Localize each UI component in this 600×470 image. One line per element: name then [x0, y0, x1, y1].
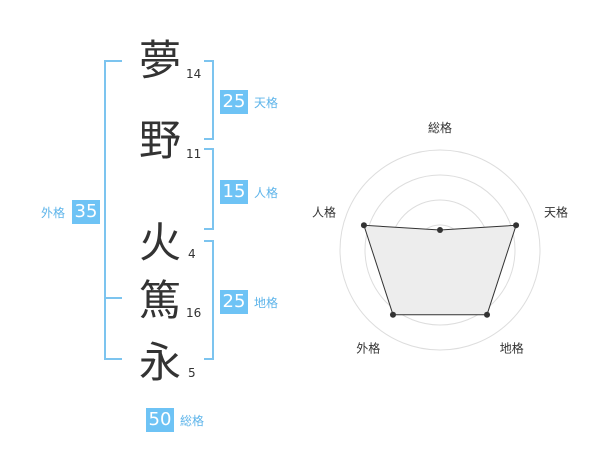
chikaku-bracket-bottom: [204, 358, 214, 360]
radar-point-4: [389, 311, 396, 318]
soukaku-label: 総格: [180, 414, 205, 428]
name-char-2: 野: [138, 116, 181, 165]
tenkaku-bracket-top: [204, 60, 214, 62]
name-char-3: 火: [138, 218, 181, 267]
stroke-count-4: 16: [186, 306, 202, 320]
chikaku-label: 地格: [254, 296, 279, 310]
gaikaku-bracket-top: [104, 60, 122, 62]
chikaku-bracket-top: [204, 240, 214, 242]
jinkaku-bracket-line: [212, 148, 214, 230]
radar-axis-label-4: 外格: [356, 341, 380, 356]
name-char-4: 篤: [138, 276, 181, 325]
gaikaku-value: 35: [72, 200, 100, 224]
chikaku-bracket-line: [212, 240, 214, 360]
stroke-count-3: 4: [188, 247, 196, 261]
stroke-count-5: 5: [188, 366, 196, 380]
radar-polygon: [363, 224, 517, 316]
jinkaku-label: 人格: [254, 186, 279, 200]
tenkaku-label: 天格: [254, 96, 279, 110]
jinkaku-value: 15: [220, 180, 248, 204]
jinkaku-bracket-top: [204, 148, 214, 150]
radar-point-1: [437, 227, 443, 233]
name-char-5: 永: [138, 338, 181, 387]
soukaku-value: 50: [146, 408, 174, 432]
tenkaku-value: 25: [220, 90, 248, 114]
name-char-1: 夢: [138, 36, 181, 85]
radar-ring-4: [339, 149, 541, 351]
gaikaku-bracket-mid: [104, 297, 122, 299]
chikaku-value: 25: [220, 290, 248, 314]
radar-axis-label-3: 地格: [500, 341, 524, 356]
gaikaku-bracket-bottom: [104, 358, 122, 360]
radar-axis-label-1: 総格: [428, 120, 452, 135]
tenkaku-bracket-line: [212, 60, 214, 140]
tenkaku-bracket-bottom: [204, 138, 214, 140]
radar-point-5: [360, 222, 367, 229]
gaikaku-bracket-line: [104, 60, 106, 360]
stroke-count-2: 11: [186, 147, 202, 161]
radar-point-2: [513, 222, 520, 229]
radar-ring-3: [364, 174, 516, 326]
gaikaku-label: 外格: [41, 206, 66, 220]
radar-axis-label-2: 天格: [544, 204, 568, 219]
jinkaku-bracket-bottom: [204, 228, 214, 230]
stroke-count-1: 14: [186, 67, 202, 81]
radar-axis-label-5: 人格: [312, 204, 336, 219]
radar-point-3: [484, 311, 491, 318]
